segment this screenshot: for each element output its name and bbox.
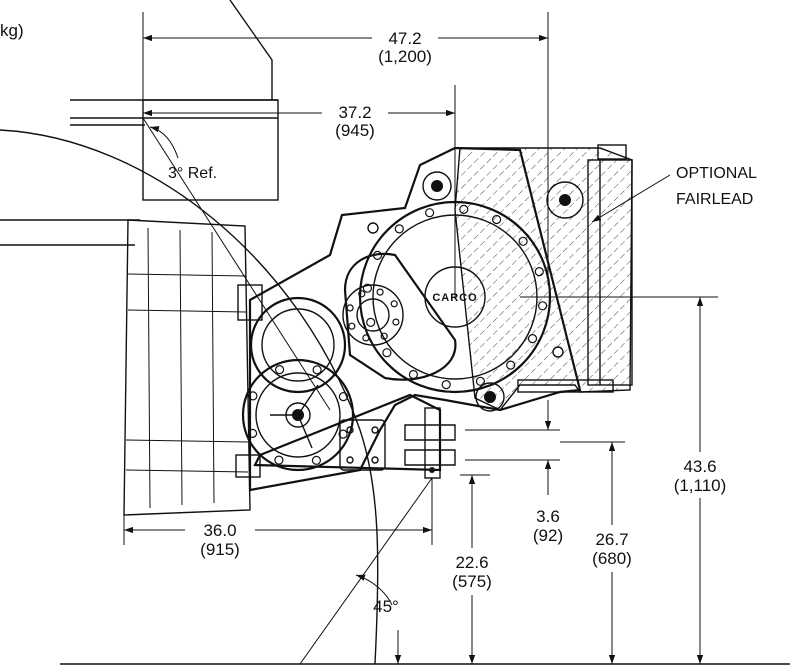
grille-lines [0,219,140,246]
clevis-block [339,419,386,471]
carco-logo: CARCO [432,292,477,304]
bolt [348,322,356,330]
dim-top-width-mm: (1,200) [378,47,432,66]
bolt [390,300,398,308]
bolt [338,429,348,439]
bolt [534,267,544,277]
bolt [274,455,284,465]
fairlead-top-cap [597,144,627,160]
dim-height-a-mm: (575) [452,572,492,591]
angle-45-label: 45° [373,597,399,616]
bolt [362,283,372,293]
dim-small-offset: 3.6 (92) [465,400,563,545]
upper-motor [249,296,347,394]
dim-top-width-in: 47.2 [388,29,421,48]
bolt [518,236,528,246]
bolt [311,455,321,465]
gear-housing [342,252,457,381]
bolt [380,332,388,340]
angle-45: 45° [299,477,433,665]
frame-diagonal [229,0,273,100]
dim-bottom-width: 36.0 (915) [123,478,433,559]
dim-bottom-width-in: 36.0 [203,521,236,540]
fairlead-base-bar [517,379,614,393]
bottom-pin [475,382,505,412]
dim-mid-width-in: 37.2 [338,103,371,122]
dim-height-b: 26.7 (680) [560,441,632,664]
dim-height-a-in: 22.6 [455,553,488,572]
vehicle-frame [123,219,251,516]
bolt [441,380,451,390]
dim-height-total-in: 43.6 [683,457,716,476]
dim-top-width: 47.2 (1,200) [142,12,549,285]
fairlead-pin-ring [546,181,584,219]
dim-mid-width: 37.2 (945) [143,85,456,297]
optional-fairlead-hatched [454,147,633,411]
bolt [459,204,469,214]
bolt [392,318,400,326]
fairlead-callout: OPTIONAL FAIRLEAD [591,165,757,223]
dim-height-total: 43.6 (1,110) [520,296,727,664]
bolt [358,290,366,298]
motor-bolt-circle [248,365,348,465]
bolt [537,301,548,311]
header-fragment: kg) [0,21,24,40]
bolt [492,214,502,225]
bolt [394,224,404,234]
clevis-assembly [253,393,456,479]
bolt [408,369,418,380]
bolt [425,208,435,218]
bolt [346,304,354,312]
top-pin [422,171,452,201]
motor-assembly [241,296,355,472]
bolt [475,376,485,386]
dim-height-b-in: 26.7 [595,530,628,549]
fairlead-roller-frame [587,159,633,386]
dim-small-offset-mm: (92) [533,526,563,545]
dim-small-offset-in: 3.6 [536,507,560,526]
dim-height-a: 22.6 (575) [452,474,492,664]
ref-angle-line [142,117,331,411]
bolt [362,334,370,342]
bolt [338,392,348,402]
bolt [312,365,322,375]
bolt [506,360,516,370]
drum-bolt-circle [362,204,548,390]
dim-bottom-width-mm: (915) [200,540,240,559]
dim-height-total-mm: (1,110) [674,476,727,495]
bolt [248,428,258,438]
mount-block [142,99,279,201]
bolt [275,365,285,375]
bolt [527,334,538,344]
angle-ref-label: 3° Ref. [168,165,217,182]
dim-height-b-mm: (680) [592,549,632,568]
vehicle-outline [0,0,379,665]
bolt [248,391,258,401]
dim-mid-width-mm: (945) [335,121,375,140]
lower-motor [241,358,355,472]
bolt [376,288,384,296]
angle-ref: 3° Ref. [149,126,217,182]
bolt [382,348,392,358]
optional-label-line1: OPTIONAL [676,165,757,182]
optional-label-line2: FAIRLEAD [676,191,753,208]
bolt [366,317,376,327]
gear-bolt-circle [346,288,400,342]
intermediate-gear [342,284,404,346]
